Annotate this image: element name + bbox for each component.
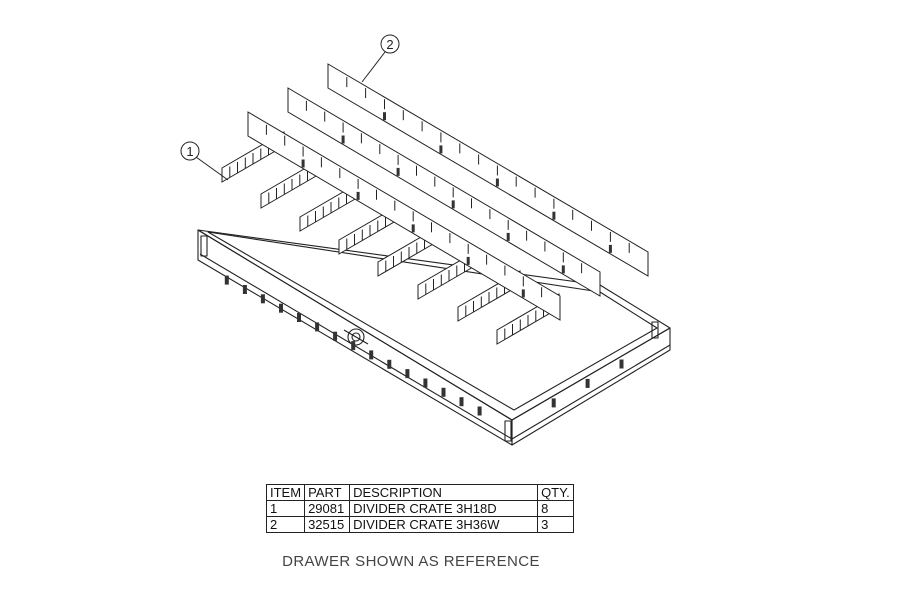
balloon-leader bbox=[361, 51, 386, 83]
table-row: 1 29081 DIVIDER CRATE 3H18D 8 bbox=[265, 500, 574, 517]
divider-slot bbox=[411, 224, 415, 233]
cell-part: 32515 bbox=[304, 516, 351, 533]
balloon-item-2: 2 bbox=[361, 34, 400, 83]
cell-qty: 8 bbox=[537, 500, 574, 517]
balloon-circle bbox=[380, 34, 400, 54]
divider-slot bbox=[495, 178, 499, 187]
divider-slot bbox=[439, 145, 443, 154]
drawer-corner-tab bbox=[504, 420, 512, 442]
long-divider-plate bbox=[247, 111, 561, 321]
column-header-item: ITEM bbox=[265, 484, 306, 501]
divider-slot bbox=[356, 191, 360, 200]
bill-of-materials-table: ITEM PART DESCRIPTION QTY. 1 29081 DIVID… bbox=[265, 484, 574, 533]
column-header-part: PART bbox=[304, 484, 351, 501]
drawer-front-lip bbox=[199, 253, 513, 440]
divider-slot bbox=[383, 112, 386, 121]
long-divider bbox=[247, 111, 561, 321]
drawer-handle-hole-inner bbox=[351, 332, 361, 342]
drawer-slot bbox=[351, 341, 356, 351]
drawer-handle-hole bbox=[347, 328, 365, 346]
divider-slot bbox=[552, 211, 556, 220]
drawer-tray bbox=[197, 229, 671, 446]
drawer-slot bbox=[224, 275, 229, 285]
table-row: 2 32515 DIVIDER CRATE 3H36W 3 bbox=[265, 516, 574, 533]
divider-slot bbox=[451, 200, 455, 209]
table-header-row: ITEM PART DESCRIPTION QTY. bbox=[265, 484, 574, 501]
drawer-slot bbox=[333, 331, 338, 341]
drawer-corner-tab bbox=[651, 321, 659, 339]
long-divider bbox=[327, 63, 649, 277]
divider-slot bbox=[608, 244, 612, 253]
long-divider-plate bbox=[287, 87, 601, 297]
divider-slot bbox=[301, 159, 305, 168]
long-divider bbox=[287, 87, 601, 297]
cell-item: 1 bbox=[265, 500, 306, 517]
divider-slot bbox=[341, 135, 345, 144]
balloon-item-1: 1 bbox=[180, 141, 229, 181]
drawer-slot bbox=[387, 359, 392, 369]
drawer-slot bbox=[405, 369, 410, 379]
column-header-qty: QTY. bbox=[537, 484, 574, 501]
exploded-assembly-drawing: 1 2 bbox=[180, 34, 671, 446]
drawer-slots bbox=[224, 275, 624, 416]
balloon-label: 1 bbox=[186, 144, 193, 159]
drawer-slot bbox=[477, 406, 482, 416]
divider-slot bbox=[506, 232, 510, 241]
drawer-side-wall bbox=[511, 327, 671, 446]
drawer-slot bbox=[423, 378, 428, 388]
drawer-slot bbox=[315, 322, 320, 332]
drawing-caption: DRAWER SHOWN AS REFERENCE bbox=[282, 553, 540, 570]
balloon-circle bbox=[180, 141, 200, 161]
drawer-handle-hole-mark bbox=[343, 329, 369, 345]
drawer-slot bbox=[585, 378, 590, 388]
drawer-corner-tab bbox=[200, 235, 208, 257]
drawer-slot bbox=[619, 359, 624, 369]
drawer-slot bbox=[242, 285, 247, 294]
long-divider-plate bbox=[327, 63, 649, 277]
drawer-slot bbox=[441, 387, 446, 397]
long-dividers bbox=[247, 63, 649, 321]
drawer-rim-outer bbox=[197, 229, 671, 421]
drawer-slot bbox=[551, 398, 556, 408]
divider-slot bbox=[521, 289, 525, 298]
divider-slot bbox=[466, 256, 470, 265]
divider-slot bbox=[396, 167, 400, 176]
drawer-slot bbox=[260, 294, 265, 304]
balloon-label: 2 bbox=[386, 37, 393, 52]
cell-description: DIVIDER CRATE 3H36W bbox=[349, 516, 539, 533]
drawer-slot bbox=[297, 313, 301, 322]
column-header-description: DESCRIPTION bbox=[349, 484, 539, 501]
drawer-side-lip bbox=[511, 344, 671, 440]
drawer-slot bbox=[279, 303, 283, 313]
drawer-slot bbox=[369, 350, 374, 360]
divider-slot bbox=[561, 265, 565, 274]
balloon-leader bbox=[195, 156, 229, 181]
cell-part: 29081 bbox=[304, 500, 351, 517]
drawer-rim-inner bbox=[207, 231, 658, 411]
cell-item: 2 bbox=[265, 516, 306, 533]
cell-qty: 3 bbox=[537, 516, 574, 533]
cell-description: DIVIDER CRATE 3H18D bbox=[349, 500, 539, 517]
drawer-slot bbox=[459, 397, 464, 407]
